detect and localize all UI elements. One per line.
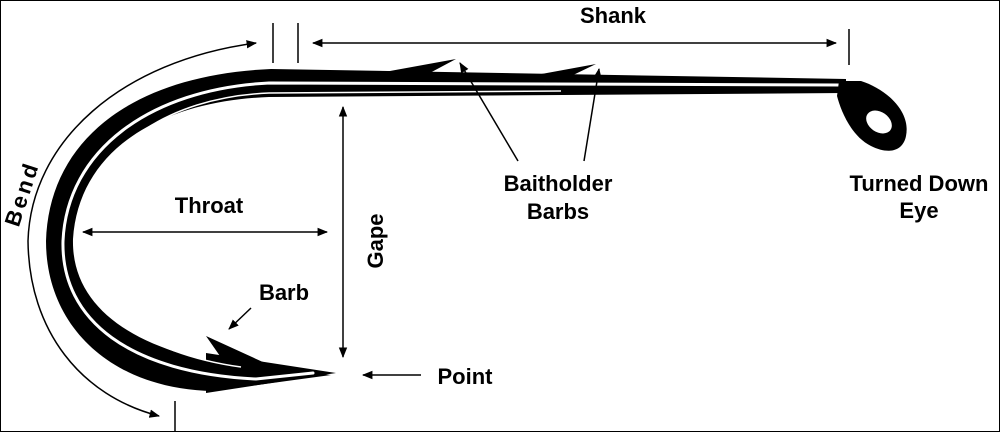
- barb-label: Barb: [259, 280, 309, 305]
- point-label: Point: [438, 364, 494, 389]
- hook-highlight: [61, 81, 843, 381]
- hook-eye-hole: [866, 110, 892, 134]
- baitholder-label-line2: Barbs: [527, 199, 589, 224]
- baitholder-barb-1: [379, 59, 456, 75]
- eye-label-line2: Eye: [899, 198, 938, 223]
- eye-label-line1: Turned Down: [850, 171, 989, 196]
- bend-arrow: [27, 40, 258, 418]
- barb-pointer: [228, 307, 252, 330]
- baitholder-barb-2: [536, 64, 596, 77]
- gape-label: Gape: [363, 213, 388, 268]
- hook-inner-edge: [80, 90, 562, 368]
- bend-label: Bend: [1, 158, 44, 229]
- baitholder-pointer-2: [583, 67, 602, 162]
- shank-label: Shank: [580, 3, 647, 28]
- hook-body: [46, 69, 846, 391]
- baitholder-pointer-1: [459, 62, 519, 162]
- dimension-lines: [27, 23, 850, 431]
- throat-label: Throat: [175, 193, 244, 218]
- baitholder-label-line1: Baitholder: [504, 171, 613, 196]
- fish-hook: [46, 59, 907, 393]
- labels: Shank Bend Throat Gape Barb Point Baitho…: [1, 3, 988, 389]
